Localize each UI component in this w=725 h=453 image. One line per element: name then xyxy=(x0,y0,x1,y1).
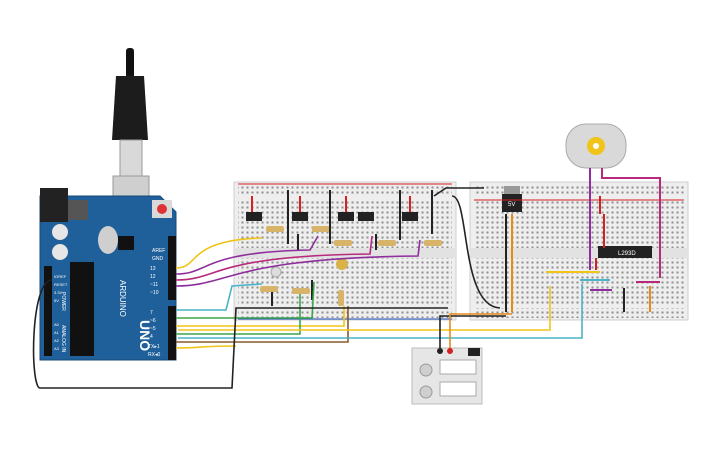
current-knob[interactable] xyxy=(419,385,433,399)
digital-header-top xyxy=(168,236,176,300)
pin-a0-label: A0 xyxy=(54,322,60,327)
center-channel-2 xyxy=(470,248,688,258)
positive-terminal[interactable] xyxy=(447,348,453,354)
power-switch[interactable] xyxy=(468,348,480,356)
resistor-7[interactable] xyxy=(292,288,310,294)
pin-a1-label: A1 xyxy=(54,330,60,335)
board-model-label: UNO xyxy=(137,320,153,351)
resistor-4[interactable] xyxy=(378,240,396,246)
pin-rx-label: RX◂0 xyxy=(148,352,160,358)
signal-wires xyxy=(32,187,583,389)
current-display xyxy=(439,381,477,397)
pin-5-label: ~5 xyxy=(150,326,156,332)
aref-label: AREF xyxy=(152,248,165,254)
voltage-regulator[interactable]: 5V xyxy=(502,186,522,212)
motor-wires xyxy=(589,168,661,278)
resistor-3[interactable] xyxy=(334,240,352,246)
voltage-regulator-chip xyxy=(118,236,134,250)
power-header-label: POWER xyxy=(60,292,66,311)
digital-header-bottom xyxy=(168,306,176,360)
pin-4-label: 4 xyxy=(150,334,153,340)
usb-cable[interactable] xyxy=(112,48,150,217)
power-rail-bottom xyxy=(238,308,452,318)
center-channel xyxy=(234,248,456,258)
transistor-3[interactable] xyxy=(338,212,354,221)
pin-13-label: 13 xyxy=(150,266,156,272)
capacitor-1 xyxy=(52,224,68,240)
rgb-led[interactable] xyxy=(270,266,282,278)
pin-ioref-label: IOREF xyxy=(54,274,67,279)
pin-a2-label: A2 xyxy=(54,338,60,343)
negative-terminal[interactable] xyxy=(437,348,443,354)
pin-11-label: ~11 xyxy=(150,282,158,288)
reset-button-cap xyxy=(157,204,167,214)
power-rail-top-2 xyxy=(474,186,684,196)
resistor-8[interactable] xyxy=(338,290,344,306)
pin-6-label: ~6 xyxy=(150,318,156,324)
analog-header-label: ANALOG IN xyxy=(60,325,66,353)
jumper-wires-bb1 xyxy=(251,190,433,306)
gnd-label: GND xyxy=(152,256,164,262)
pin-5v-label: 5V xyxy=(54,298,59,303)
driver-ic-label: L293D xyxy=(618,251,636,257)
resistor-6[interactable] xyxy=(260,286,278,292)
motor-driver-ic[interactable]: L293D xyxy=(598,246,652,258)
power-rail-top xyxy=(238,186,452,196)
power-rail-bottom-2 xyxy=(474,308,684,318)
power-jack-icon xyxy=(68,200,88,220)
power-analog-header xyxy=(44,266,52,356)
resistor-2[interactable] xyxy=(312,226,330,232)
transistor-4[interactable] xyxy=(358,212,374,221)
led[interactable] xyxy=(336,258,348,270)
pin-reset-label: RESET xyxy=(54,282,68,287)
pin-tx-label: TX▸1 xyxy=(148,344,160,350)
pin-12-label: 12 xyxy=(150,274,156,280)
atmega-chip xyxy=(70,262,94,356)
voltage-knob[interactable] xyxy=(419,363,433,377)
crystal-oscillator xyxy=(98,226,118,254)
jumper-wires-bb2 xyxy=(474,196,684,312)
dc-jack xyxy=(40,188,68,222)
pin-3v3-label: 3.3V xyxy=(54,290,63,295)
dc-power-supply[interactable] xyxy=(411,347,483,405)
voltage-display xyxy=(439,359,477,375)
transistor-5[interactable] xyxy=(402,212,418,221)
pin-a3-label: A3 xyxy=(54,346,60,351)
transistor-1[interactable] xyxy=(246,212,262,221)
dc-motor[interactable] xyxy=(565,123,627,169)
resistor-1[interactable] xyxy=(266,226,284,232)
board-brand-label: ARDUINO xyxy=(118,280,127,317)
pin-10-label: ~10 xyxy=(150,290,159,296)
capacitor-2 xyxy=(52,244,68,260)
regulator-label: 5V xyxy=(508,202,515,208)
resistor-5[interactable] xyxy=(424,240,442,246)
arduino-uno-board[interactable]: UNO ARDUINO POWER ANALOG IN AREF GND 13 … xyxy=(39,188,177,361)
pin-7-label: 7 xyxy=(150,310,153,316)
transistor-2[interactable] xyxy=(292,212,308,221)
